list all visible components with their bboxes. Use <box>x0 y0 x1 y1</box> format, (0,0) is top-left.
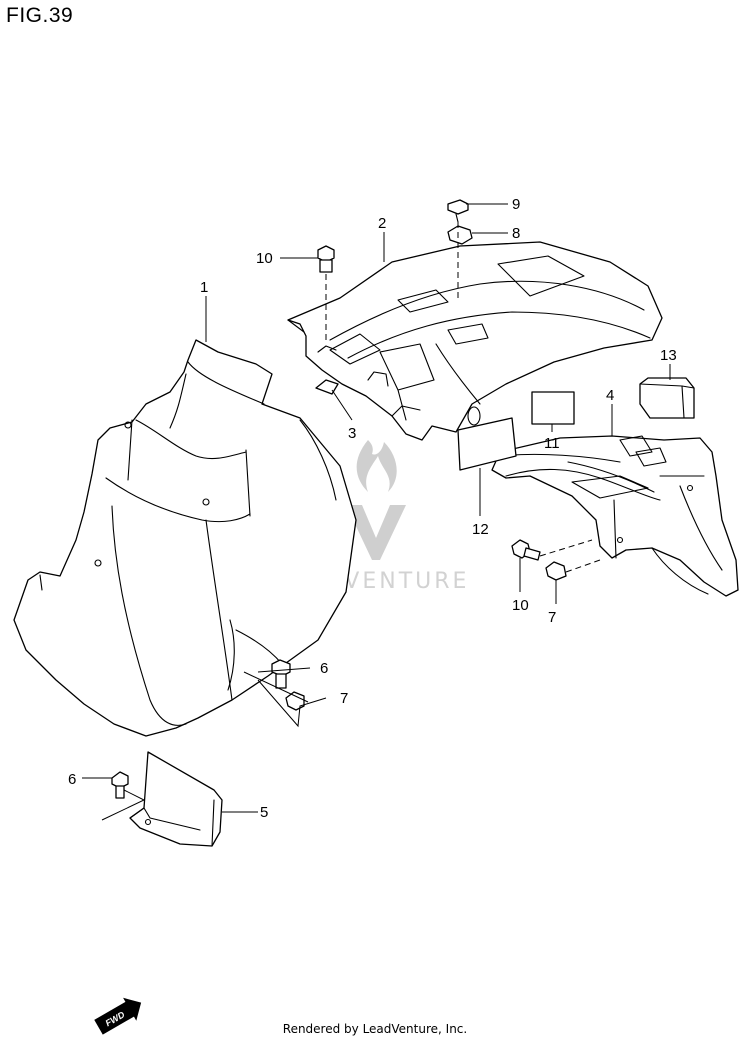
part-7-nut-right <box>545 561 567 581</box>
part-12-reflector <box>457 417 517 471</box>
part-13-rubber-pad <box>639 377 695 419</box>
callout-3: 3 <box>348 425 356 442</box>
part-3-clip-nut <box>315 379 353 421</box>
part-6-bolt-middle <box>271 659 291 689</box>
callout-5: 5 <box>260 804 268 821</box>
part-10-bolt-right <box>511 539 541 561</box>
part-4-rear-bracket <box>491 435 739 597</box>
footer-credit: Rendered by LeadVenture, Inc. <box>282 1022 468 1036</box>
part-11-reflector <box>531 391 575 425</box>
part-5-mud-guard <box>101 751 223 847</box>
callout-6-lower: 6 <box>68 771 76 788</box>
callout-12: 12 <box>472 521 489 538</box>
assembly-line-10-right <box>539 539 593 557</box>
callout-6-middle: 6 <box>320 660 328 677</box>
watermark-v-icon <box>346 505 406 560</box>
part-9-screw <box>447 199 469 223</box>
fwd-arrow-icon: FWD <box>94 997 142 1035</box>
callout-10-top: 10 <box>256 250 273 267</box>
part-7-nut-middle <box>285 691 305 711</box>
callout-7-middle: 7 <box>340 690 348 707</box>
watermark-flame-icon <box>356 440 397 492</box>
figure-title: FIG.39 <box>6 4 74 27</box>
callouts: 1 2 3 4 5 6 6 7 7 8 9 10 10 11 12 13 <box>68 196 677 821</box>
callout-10-right: 10 <box>512 597 529 614</box>
callout-13: 13 <box>660 347 677 364</box>
part-6-bolt-lower <box>111 771 129 799</box>
callout-9: 9 <box>512 196 520 213</box>
callout-2: 2 <box>378 215 386 232</box>
callout-4: 4 <box>606 387 614 404</box>
callout-1: 1 <box>200 279 208 296</box>
callout-7-right: 7 <box>548 609 556 626</box>
callout-11: 11 <box>544 435 560 452</box>
callout-8: 8 <box>512 225 520 242</box>
leader-lines <box>82 203 671 813</box>
part-1-inner-fender <box>13 339 357 737</box>
part-10-bolt-top <box>317 245 335 273</box>
part-8-washer-nut <box>447 225 473 245</box>
part-2-rear-fender <box>287 241 663 441</box>
assembly-line-7-right <box>565 559 601 573</box>
